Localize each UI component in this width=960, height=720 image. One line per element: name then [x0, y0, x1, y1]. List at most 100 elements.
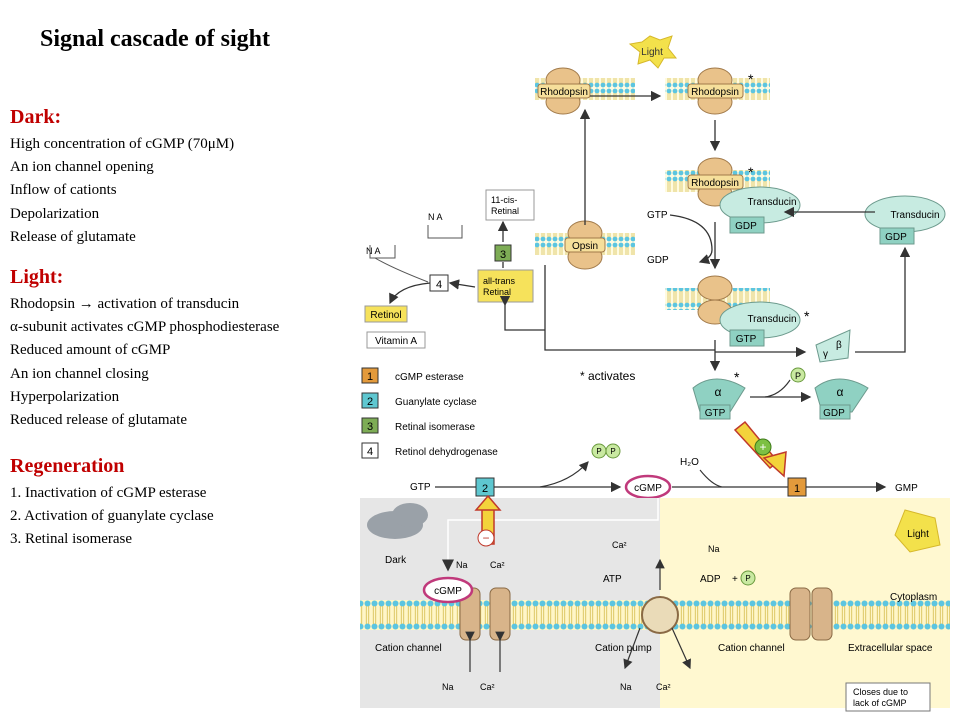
activated-star: *	[804, 308, 810, 324]
rhodopsin: Rhodopsin	[537, 67, 591, 115]
phosphate-label: P	[795, 371, 801, 381]
atp-label: ATP	[603, 574, 622, 585]
beta-gamma-subunit: β γ	[815, 329, 851, 363]
extracellular-label: Extracellular space	[848, 643, 933, 654]
svg-text:+: +	[759, 440, 766, 454]
cgmp-node	[422, 576, 474, 604]
opsin-label: Opsin	[572, 241, 598, 252]
light-item: Rhodopsin → activation of transducin	[10, 296, 240, 312]
cyclase-step: 2	[482, 483, 488, 495]
gdp-label: GDP	[735, 221, 757, 232]
regeneration-item: 1. Inactivation of cGMP esterase	[10, 485, 207, 501]
light-list: Rhodopsin → activation of transducin α-s…	[10, 293, 279, 432]
legend-label: Retinol dehydrogenase	[395, 447, 498, 458]
activated-star: *	[748, 164, 754, 180]
transducin-label: Transducin	[890, 210, 939, 221]
legend-label: Retinal isomerase	[395, 422, 475, 433]
transducin: Transducin GDP	[719, 186, 801, 234]
cation-channel-label: Cation channel	[718, 643, 785, 654]
gmp-label: GMP	[895, 483, 918, 494]
transducin-label: Transducin	[747, 314, 796, 325]
regeneration-heading: Regeneration	[10, 455, 125, 477]
adp-label: ADP	[700, 574, 721, 585]
water-label: H₂O	[680, 457, 699, 468]
dark-item: An ion channel opening	[10, 159, 154, 176]
sodium-label: Na	[708, 544, 720, 554]
light-burst: Light	[628, 35, 678, 69]
gtp-label: GTP	[647, 210, 668, 221]
cation-channel-closed	[789, 587, 833, 641]
dark-item: High concentration of cGMP (70μM)	[10, 136, 235, 152]
calcium-label: Ca²	[656, 682, 671, 692]
svg-text:P: P	[610, 447, 615, 456]
dark-item: Release of glutamate	[10, 228, 136, 245]
esterase-step: 1	[794, 483, 800, 495]
sodium-label: Na	[456, 560, 468, 570]
svg-text:−: −	[482, 531, 489, 545]
vitamin-a-label: Vitamin A	[375, 336, 417, 347]
beta-label: β	[836, 340, 842, 351]
transducin: Transducin GTP *	[719, 301, 810, 347]
activation-arrow: +	[733, 420, 787, 478]
light-panel-label: Light	[907, 529, 929, 540]
regeneration-item: 3. Retinal isomerase	[10, 531, 133, 548]
cis-retinal-label: 11-cis-Retinal	[491, 195, 519, 216]
opsin: Opsin	[564, 220, 606, 270]
activates-note: * activates	[580, 369, 635, 383]
gdp-label: GDP	[885, 232, 907, 243]
nadh-box: N A	[428, 212, 443, 222]
light-item: Reduced amount of cGMP	[10, 342, 171, 359]
cytoplasm-label: Cytoplasm	[890, 592, 937, 603]
svg-text:+: +	[732, 574, 738, 585]
alpha-label: α	[715, 385, 722, 399]
calcium-label: Ca²	[480, 682, 495, 692]
svg-text:P: P	[596, 447, 601, 456]
gtp-label: GTP	[410, 482, 431, 493]
cgmp-label: cGMP	[634, 483, 662, 494]
activated-star: *	[734, 369, 740, 385]
nad-box: N A	[366, 246, 381, 256]
svg-text:1: 1	[367, 371, 373, 383]
rhodopsin-activated: Rhodopsin *	[687, 157, 754, 207]
calcium-label: Ca²	[490, 560, 505, 570]
light-burst-small	[894, 509, 941, 553]
svg-text:2: 2	[367, 396, 373, 408]
svg-text:P: P	[745, 574, 750, 583]
phosphate-icon	[790, 367, 806, 383]
isomerase-step: 3	[500, 249, 506, 261]
rhodopsin-label: Rhodopsin	[540, 87, 588, 98]
sodium-label: Na	[442, 682, 454, 692]
light-item: An ion channel closing	[10, 365, 149, 382]
rhodopsin-label: Rhodopsin	[691, 87, 739, 98]
alpha-subunit-gtp: α GTP *	[692, 369, 746, 420]
dark-item: Depolarization	[10, 205, 100, 222]
dehydrogenase-step: 4	[436, 279, 442, 291]
slide-title: Signal cascade of sight	[40, 26, 271, 52]
legend-label: cGMP esterase	[395, 372, 464, 383]
retinol-label: Retinol	[370, 310, 401, 321]
dark-item: Inflow of cationts	[10, 182, 117, 199]
dark-list: High concentration of cGMP (70μM) An ion…	[10, 133, 234, 249]
rhodopsin-label: Rhodopsin	[691, 178, 739, 189]
cation-pump-label: Cation pump	[595, 643, 652, 654]
signal-cascade-diagram: Light Rhodopsin Rhodopsin * Rhodopsin * …	[360, 35, 950, 712]
cation-pump	[641, 596, 679, 634]
enzyme-legend: 1 cGMP esterase 2 Guanylate cyclase 3 Re…	[361, 367, 498, 459]
gtp-label: GTP	[705, 408, 726, 419]
light-label: Light	[641, 47, 663, 58]
regeneration-list: 1. Inactivation of cGMP esterase 2. Acti…	[10, 482, 214, 552]
transducin: Transducin GDP	[864, 195, 946, 245]
light-heading: Light:	[10, 266, 64, 288]
gdp-label: GDP	[647, 255, 669, 266]
light-item: Hyperpolarization	[10, 388, 120, 405]
transducin-label: Transducin	[747, 197, 796, 208]
alpha-label: α	[837, 385, 844, 399]
gamma-label: γ	[823, 349, 828, 360]
legend-label: Guanylate cyclase	[395, 397, 477, 408]
activated-star: *	[748, 71, 754, 87]
svg-text:3: 3	[367, 421, 373, 433]
